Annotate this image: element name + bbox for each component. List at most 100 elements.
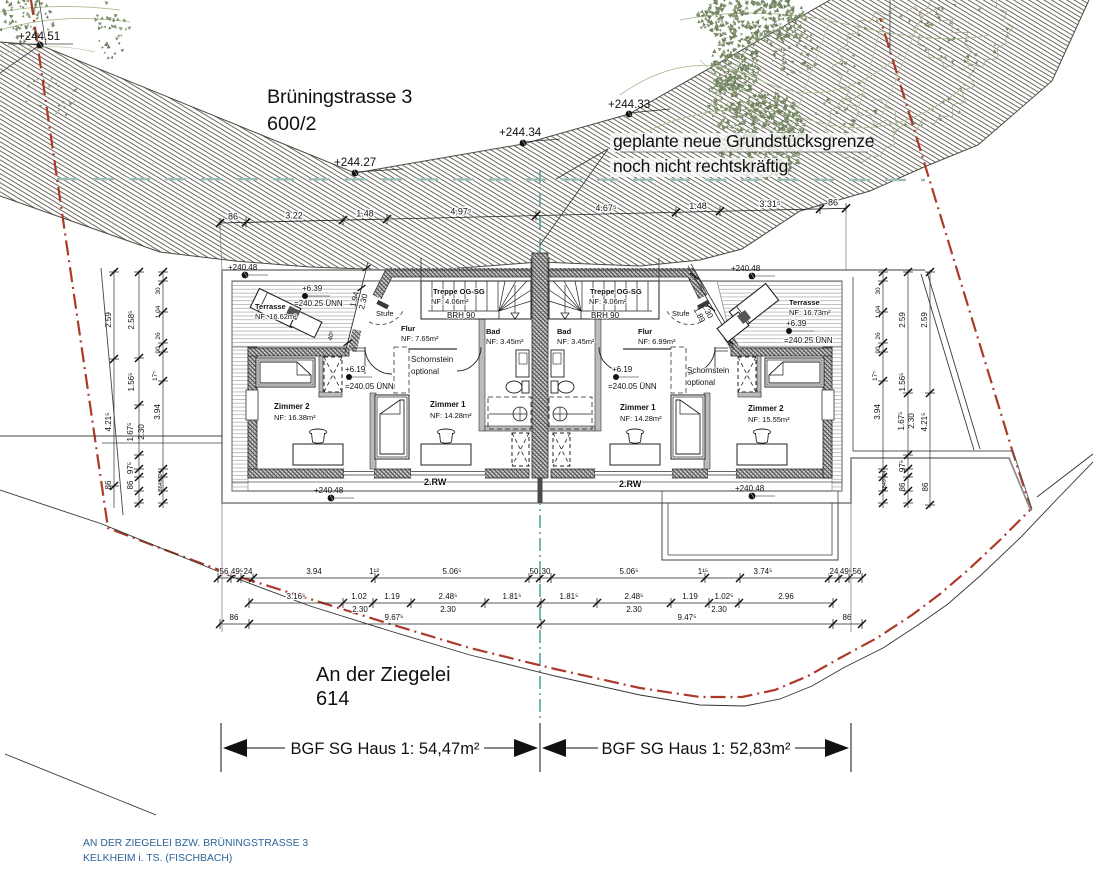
svg-text:noch nicht rechtskräftig: noch nicht rechtskräftig — [613, 156, 788, 176]
svg-text:Zimmer 1: Zimmer 1 — [620, 403, 656, 412]
svg-text:3649⁵24: 3649⁵24 — [881, 471, 888, 492]
svg-text:86: 86 — [126, 480, 135, 489]
svg-text:1.67⁵: 1.67⁵ — [897, 412, 906, 431]
svg-text:+240.48: +240.48 — [228, 263, 258, 272]
svg-text:2.30: 2.30 — [440, 605, 456, 614]
svg-text:24: 24 — [244, 567, 253, 576]
svg-text:1.56⁵: 1.56⁵ — [898, 373, 907, 392]
svg-text:2.30: 2.30 — [352, 605, 368, 614]
svg-text:+6.39: +6.39 — [786, 319, 807, 328]
svg-text:56: 56 — [220, 567, 229, 576]
svg-text:3.16⁵: 3.16⁵ — [287, 592, 306, 601]
svg-text:1.94: 1.94 — [348, 290, 361, 308]
svg-text:2.59: 2.59 — [920, 312, 929, 328]
svg-text:1.56⁵: 1.56⁵ — [127, 373, 136, 392]
svg-text:1.19: 1.19 — [384, 592, 400, 601]
svg-text:optional: optional — [687, 378, 715, 387]
svg-text:1.19: 1.19 — [682, 592, 698, 601]
svg-text:40⁵: 40⁵ — [725, 340, 736, 352]
svg-text:3.94: 3.94 — [873, 404, 882, 420]
svg-text:AN DER ZIEGELEI BZW. BRÜNINGST: AN DER ZIEGELEI BZW. BRÜNINGSTRASSE 3 — [83, 837, 308, 849]
svg-text:Brüningstrasse 3: Brüningstrasse 3 — [267, 86, 412, 108]
svg-text:NF: 14.28m²: NF: 14.28m² — [620, 414, 662, 423]
svg-text:2.30: 2.30 — [626, 605, 642, 614]
svg-text:2.59: 2.59 — [898, 312, 907, 328]
svg-text:1.81⁵: 1.81⁵ — [560, 592, 579, 601]
svg-text:40⁵: 40⁵ — [327, 330, 336, 342]
svg-text:Flur: Flur — [638, 327, 652, 336]
svg-text:=240.05 ÜNN: =240.05 ÜNN — [608, 382, 657, 391]
svg-text:2.48⁵: 2.48⁵ — [625, 592, 644, 601]
svg-text:2.30: 2.30 — [711, 605, 727, 614]
svg-text:NF: 16.62m²: NF: 16.62m² — [255, 312, 297, 321]
svg-text:KELKHEIM i. TS. (FISCHBACH): KELKHEIM i. TS. (FISCHBACH) — [83, 853, 232, 864]
svg-text:3649⁵24: 3649⁵24 — [157, 471, 164, 492]
svg-text:=240.25 ÜNN: =240.25 ÜNN — [784, 336, 833, 345]
svg-text:BGF SG Haus 1: 54,47m²: BGF SG Haus 1: 54,47m² — [291, 740, 480, 758]
svg-text:+244.51: +244.51 — [18, 30, 60, 43]
svg-text:+6.39: +6.39 — [302, 284, 323, 293]
svg-text:Flur: Flur — [401, 324, 415, 333]
svg-text:NF: 15.55m²: NF: 15.55m² — [748, 415, 790, 424]
svg-text:86: 86 — [921, 482, 930, 491]
svg-text:=240.05 ÜNN: =240.05 ÜNN — [345, 382, 394, 391]
svg-text:1.04: 1.04 — [155, 305, 162, 318]
svg-text:1.02: 1.02 — [351, 592, 367, 601]
svg-text:NF: 14.28m²: NF: 14.28m² — [430, 411, 472, 420]
svg-text:NF: 7.65m²: NF: 7.65m² — [401, 334, 439, 343]
svg-text:2.RW: 2.RW — [424, 477, 447, 487]
svg-text:5.06⁵: 5.06⁵ — [620, 567, 639, 576]
svg-text:30: 30 — [155, 287, 162, 295]
svg-text:Treppe OG-SG: Treppe OG-SG — [590, 287, 642, 296]
svg-text:2.RW: 2.RW — [619, 479, 642, 489]
svg-text:9.47⁵: 9.47⁵ — [678, 613, 697, 622]
svg-text:30: 30 — [542, 567, 551, 576]
svg-text:90: 90 — [155, 346, 162, 354]
svg-text:4.97⁵: 4.97⁵ — [450, 206, 472, 216]
svg-text:50: 50 — [530, 567, 539, 576]
svg-text:86: 86 — [104, 480, 113, 489]
svg-text:NF: 4.06m²: NF: 4.06m² — [431, 297, 469, 306]
svg-text:NF: 3.45m²: NF: 3.45m² — [486, 337, 524, 346]
svg-text:1.04: 1.04 — [875, 305, 882, 318]
svg-text:Terrasse: Terrasse — [789, 298, 820, 307]
svg-text:3.22: 3.22 — [285, 210, 303, 220]
svg-text:Stufe: Stufe — [672, 309, 690, 318]
svg-text:+240.48: +240.48 — [735, 484, 765, 493]
svg-text:Treppe OG-SG: Treppe OG-SG — [433, 287, 485, 296]
svg-text:Schornstein: Schornstein — [411, 355, 453, 364]
svg-text:2.30: 2.30 — [137, 424, 146, 440]
svg-text:90: 90 — [875, 346, 882, 354]
svg-text:49⁵: 49⁵ — [840, 567, 852, 576]
svg-text:BRH 90: BRH 90 — [591, 311, 620, 320]
svg-text:2.48⁵: 2.48⁵ — [439, 592, 458, 601]
svg-text:+244.27: +244.27 — [334, 156, 376, 169]
svg-text:24: 24 — [830, 567, 839, 576]
svg-text:1.02⁵: 1.02⁵ — [715, 592, 734, 601]
svg-text:4.21⁵: 4.21⁵ — [920, 413, 929, 432]
svg-text:86: 86 — [228, 212, 238, 222]
svg-text:49⁵: 49⁵ — [231, 567, 243, 576]
svg-text:17⁵: 17⁵ — [152, 371, 159, 381]
svg-text:An der Ziegelei: An der Ziegelei — [316, 664, 451, 686]
svg-text:86: 86 — [828, 198, 838, 208]
svg-text:+6.19: +6.19 — [612, 365, 633, 374]
svg-text:NF: 16.73m²: NF: 16.73m² — [789, 308, 831, 317]
svg-text:+6.19: +6.19 — [345, 365, 366, 374]
svg-text:600/2: 600/2 — [267, 113, 317, 135]
svg-text:86: 86 — [898, 482, 907, 491]
svg-text:2.58⁵: 2.58⁵ — [127, 311, 136, 330]
svg-text:Stufe: Stufe — [376, 309, 394, 318]
svg-text:614: 614 — [316, 688, 349, 710]
svg-text:30: 30 — [875, 287, 882, 295]
svg-text:Bad: Bad — [557, 327, 572, 336]
svg-text:4.21⁵: 4.21⁵ — [104, 413, 113, 432]
svg-text:86: 86 — [230, 613, 239, 622]
svg-text:86: 86 — [843, 613, 852, 622]
svg-text:NF: 3.45m²: NF: 3.45m² — [557, 337, 595, 346]
svg-text:Bad: Bad — [486, 327, 501, 336]
svg-text:Terrasse: Terrasse — [255, 302, 286, 311]
svg-text:+240.48: +240.48 — [314, 486, 344, 495]
svg-text:2.96: 2.96 — [778, 592, 794, 601]
svg-text:+240.48: +240.48 — [731, 264, 761, 273]
